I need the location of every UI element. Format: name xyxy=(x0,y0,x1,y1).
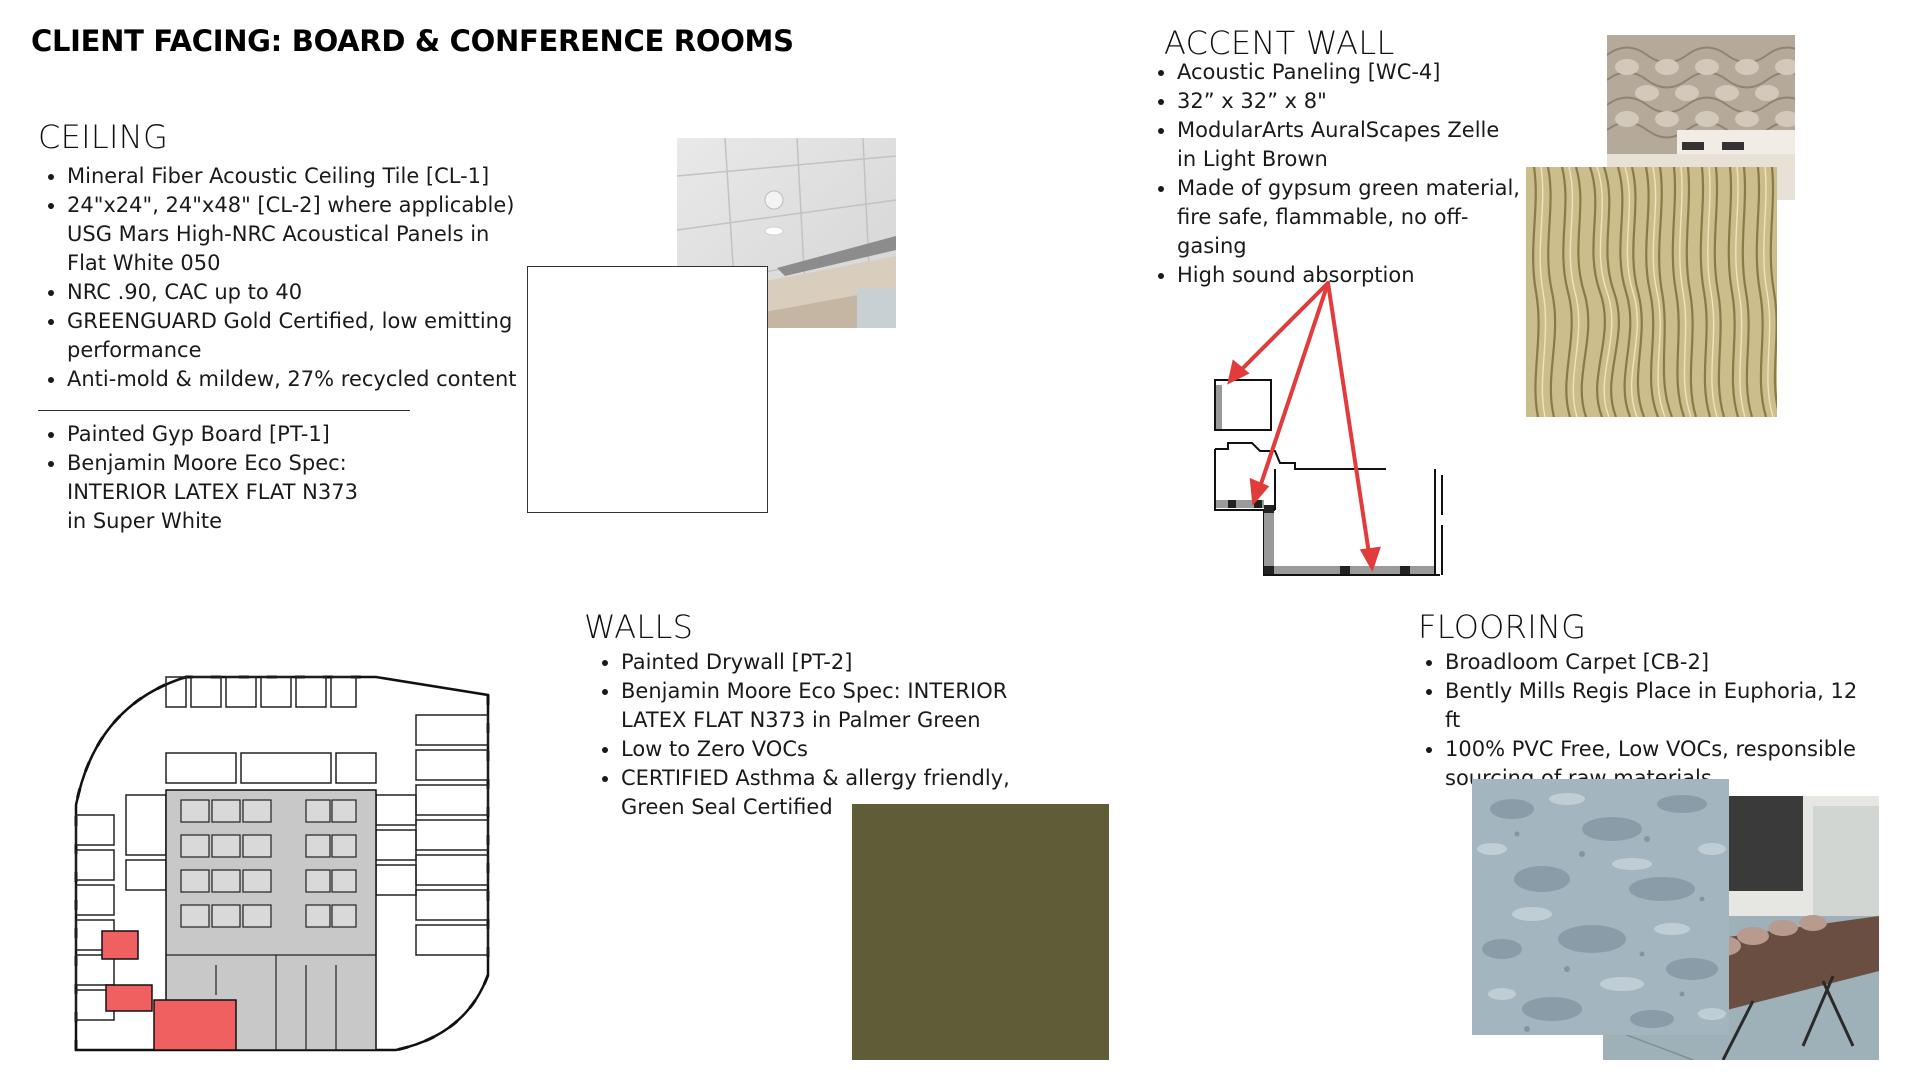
list-item: Painted Drywall [PT-2] xyxy=(621,648,1024,677)
walls-spec-list: Painted Drywall [PT-2] Benjamin Moore Ec… xyxy=(584,648,1024,822)
list-item: Benjamin Moore Eco Spec: INTERIOR LATEX … xyxy=(621,677,1024,735)
accent-wall-spec-list: Acoustic Paneling [WC-4] 32” x 32” x 8" … xyxy=(1140,58,1520,290)
list-item: Benjamin Moore Eco Spec: INTERIOR LATEX … xyxy=(67,449,375,536)
accent-wall-key-plan xyxy=(1200,275,1460,585)
list-item: 24"x24", 24"x48" [CL-2] where applicable… xyxy=(67,191,520,278)
flooring-spec-list: Broadloom Carpet [CB-2] Bently Mills Reg… xyxy=(1408,648,1878,793)
super-white-swatch xyxy=(527,266,768,513)
floor-plan xyxy=(66,665,496,1055)
page-title: CLIENT FACING: BOARD & CONFERENCE ROOMS xyxy=(31,24,794,58)
list-item: Low to Zero VOCs xyxy=(621,735,1024,764)
list-item: High sound absorption xyxy=(1177,261,1520,290)
list-item: GREENGUARD Gold Certified, low emitting … xyxy=(67,307,520,365)
list-item: 32” x 32” x 8" xyxy=(1177,87,1520,116)
ceiling-spec-list: Mineral Fiber Acoustic Ceiling Tile [CL-… xyxy=(30,162,520,394)
list-item: Acoustic Paneling [WC-4] xyxy=(1177,58,1520,87)
list-item: ModularArts AuralScapes Zelle in Light B… xyxy=(1177,116,1520,174)
list-item: NRC .90, CAC up to 40 xyxy=(67,278,520,307)
ceiling-paint-list-wrap: Painted Gyp Board [PT-1] Benjamin Moore … xyxy=(30,420,375,536)
list-item: Bently Mills Regis Place in Euphoria, 12… xyxy=(1445,677,1878,735)
walls-spec-list-wrap: Painted Drywall [PT-2] Benjamin Moore Ec… xyxy=(584,648,1024,822)
walls-heading: WALLS xyxy=(584,608,694,646)
accent-panel-texture-photo xyxy=(1526,167,1777,417)
flooring-heading: FLOORING xyxy=(1418,608,1587,646)
ceiling-heading: CEILING xyxy=(38,118,169,156)
carpet-sample xyxy=(1472,779,1729,1035)
accent-wall-spec-list-wrap: Acoustic Paneling [WC-4] 32” x 32” x 8" … xyxy=(1140,58,1520,290)
palmer-green-swatch xyxy=(852,804,1109,1060)
ceiling-paint-list: Painted Gyp Board [PT-1] Benjamin Moore … xyxy=(30,420,375,536)
list-item: Broadloom Carpet [CB-2] xyxy=(1445,648,1878,677)
list-item: CERTIFIED Asthma & allergy friendly, Gre… xyxy=(621,764,1024,822)
list-item: Anti-mold & mildew, 27% recycled content xyxy=(67,365,520,394)
accent-wall-heading: ACCENT WALL xyxy=(1164,24,1395,62)
flooring-spec-list-wrap: Broadloom Carpet [CB-2] Bently Mills Reg… xyxy=(1408,648,1878,793)
list-item: Made of gypsum green material, fire safe… xyxy=(1177,174,1520,261)
ceiling-spec-list-wrap: Mineral Fiber Acoustic Ceiling Tile [CL-… xyxy=(30,162,520,394)
list-item: Mineral Fiber Acoustic Ceiling Tile [CL-… xyxy=(67,162,520,191)
list-item: Painted Gyp Board [PT-1] xyxy=(67,420,375,449)
section-divider xyxy=(38,410,410,411)
